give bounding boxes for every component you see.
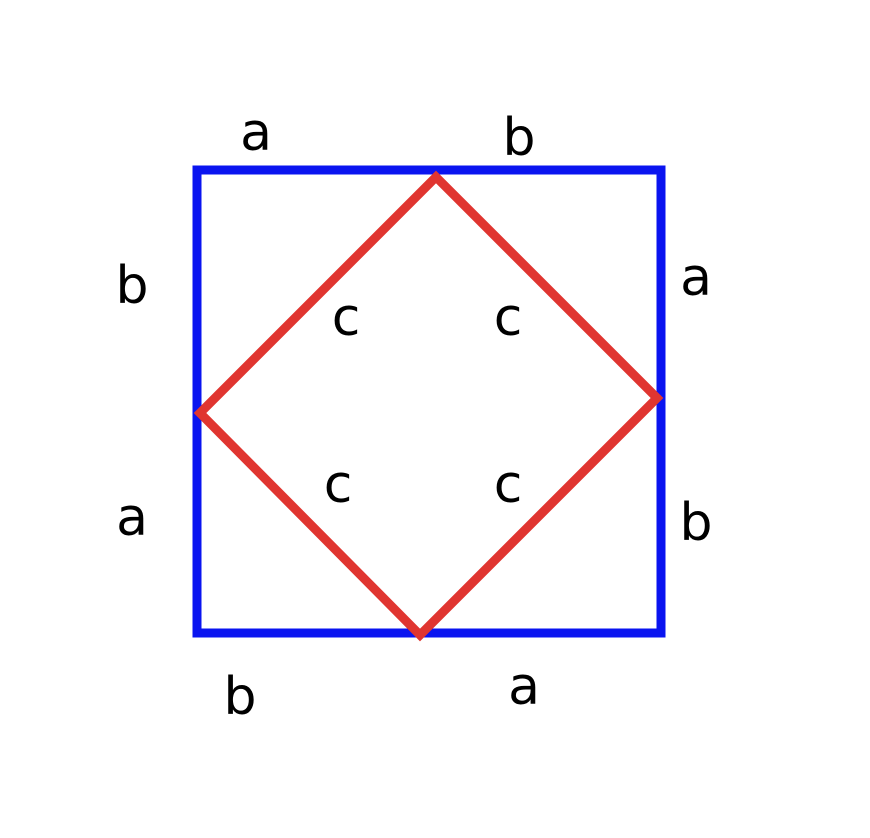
inner-square	[193, 170, 664, 642]
label-top-a: a	[240, 103, 272, 163]
label-bottom-a: a	[508, 657, 540, 717]
label-right-b: b	[679, 493, 712, 553]
label-top-b: b	[502, 108, 535, 168]
label-inner-c-bottom-right: c	[494, 455, 523, 515]
label-inner-c-bottom-left: c	[324, 455, 353, 515]
label-right-a: a	[680, 248, 712, 308]
label-bottom-b: b	[223, 667, 256, 727]
label-left-b: b	[115, 256, 148, 316]
label-inner-c-top-right: c	[494, 288, 523, 348]
label-left-a: a	[116, 488, 148, 548]
outer-square	[192, 165, 666, 638]
label-inner-c-top-left: c	[332, 288, 361, 348]
